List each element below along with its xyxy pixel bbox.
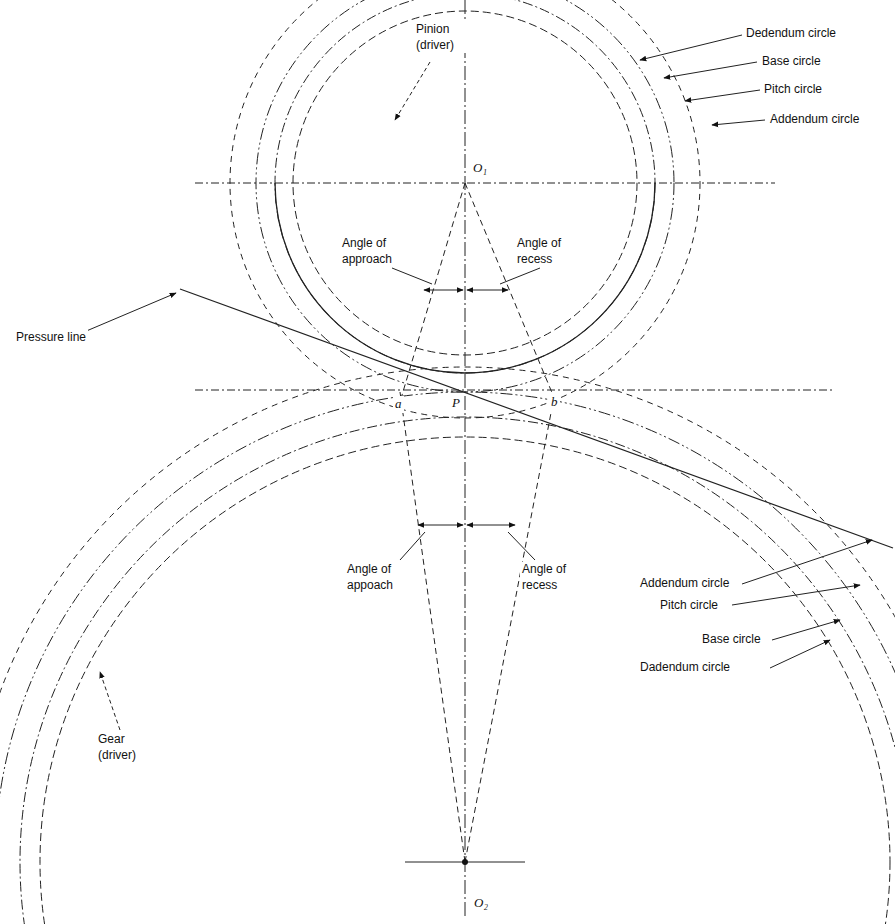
leader-line xyxy=(685,90,760,101)
part-label: Addendum circle xyxy=(768,112,861,128)
part-label: Pinion (driver) xyxy=(414,22,478,53)
centre-dot xyxy=(462,859,468,865)
part-label: Dedendum circle xyxy=(744,26,838,42)
part-label: b xyxy=(549,394,560,411)
radial-line xyxy=(465,392,555,862)
pitch-tangent xyxy=(195,390,835,391)
leader-line xyxy=(770,640,830,668)
angle-arrow xyxy=(467,525,515,526)
angle-arrow xyxy=(418,525,463,526)
part-label: Angle of appoach xyxy=(345,562,419,593)
angle-arrow xyxy=(467,290,508,291)
part-label: Pitch circle xyxy=(762,82,824,98)
leader-line xyxy=(400,532,425,560)
leader-line xyxy=(84,293,176,332)
radial-line xyxy=(397,183,465,412)
part-label: Pressure line xyxy=(14,330,88,346)
part-label: Addendum circle xyxy=(638,576,731,592)
radial-line xyxy=(400,392,465,862)
part-label: Gear (driver) xyxy=(96,732,160,763)
gear-addendum-circle xyxy=(0,367,895,924)
part-label: Pitch circle xyxy=(658,598,720,614)
part-label: a xyxy=(393,396,404,413)
part-label: Dadendum circle xyxy=(638,660,732,676)
leader-line xyxy=(500,268,540,284)
part-label: Angle of approach xyxy=(340,236,418,267)
part-label: O₂ xyxy=(472,895,490,912)
leader-line xyxy=(712,120,765,125)
radial-line xyxy=(465,183,560,412)
leader-line xyxy=(395,62,430,120)
leader-line xyxy=(392,268,432,284)
part-label: Base circle xyxy=(760,54,823,70)
gear-base-circle xyxy=(20,417,895,924)
part-label: Angle of recess xyxy=(515,236,593,267)
leader-line xyxy=(664,62,757,78)
pinion-axis xyxy=(195,183,775,184)
leader-line xyxy=(732,585,860,605)
leader-line xyxy=(100,672,120,730)
leader-line xyxy=(742,540,872,584)
part-label: O₁ xyxy=(471,160,489,177)
leader-line xyxy=(772,620,840,640)
part-label: Base circle xyxy=(700,632,763,648)
leader-line xyxy=(640,35,742,60)
part-label: Angle of recess xyxy=(520,562,594,593)
pressure-line xyxy=(180,289,893,548)
angle-arrow xyxy=(424,290,463,291)
gear-pitch-circle xyxy=(0,392,895,924)
leader-line xyxy=(508,532,535,560)
centre-line xyxy=(465,0,466,918)
part-label: P xyxy=(450,395,462,412)
